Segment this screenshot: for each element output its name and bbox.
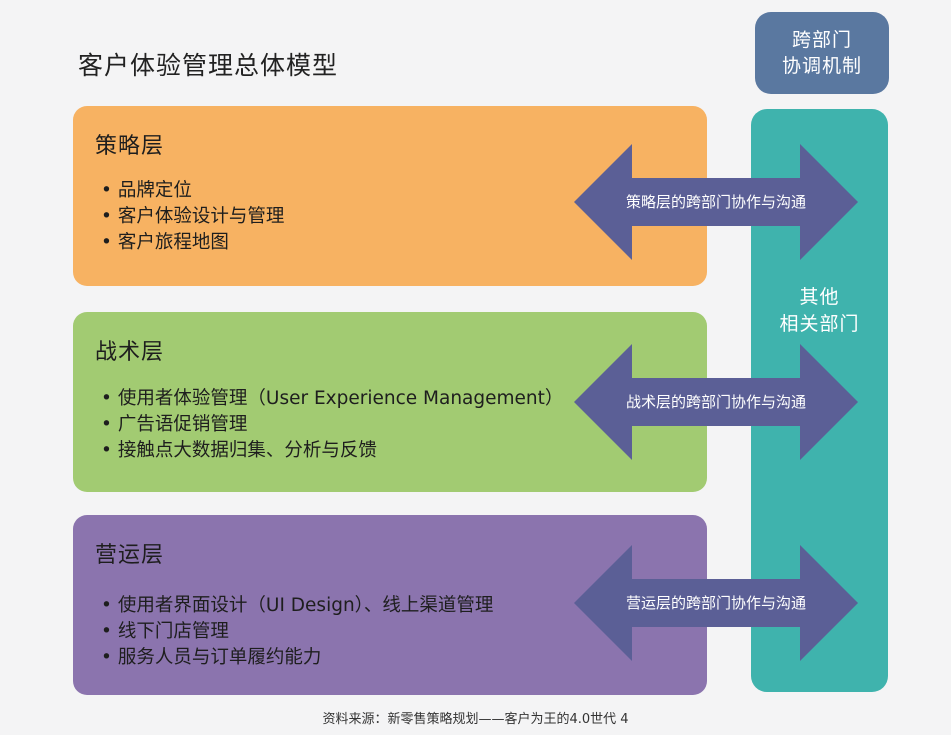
tactical-layer-list: 使用者体验管理（User Experience Management） 广告语促… [101, 386, 563, 464]
operations-layer-title: 营运层 [95, 543, 165, 568]
list-item: 客户旅程地图 [101, 230, 284, 256]
operations-layer-list: 使用者界面设计（UI Design）、线上渠道管理 线下门店管理 服务人员与订单… [101, 593, 494, 671]
operations-arrow-label: 营运层的跨部门协作与沟通 [625, 594, 806, 612]
double-arrow-icon [574, 344, 858, 460]
strategy-double-arrow: 策略层的跨部门协作与沟通 [574, 144, 858, 260]
cross-dept-line2: 协调机制 [781, 55, 862, 77]
list-item: 线下门店管理 [101, 619, 493, 645]
double-arrow-icon [574, 545, 858, 661]
double-arrow-icon [574, 144, 858, 260]
list-item: 服务人员与订单履约能力 [101, 645, 493, 671]
tactical-layer-title: 战术层 [95, 340, 165, 365]
page-title: 客户体验管理总体模型 [78, 51, 339, 80]
list-item: 使用者体验管理（User Experience Management） [101, 386, 563, 412]
strategy-layer-list: 品牌定位 客户体验设计与管理 客户旅程地图 [101, 178, 285, 256]
tactical-arrow-label: 战术层的跨部门协作与沟通 [625, 393, 806, 411]
list-item: 接触点大数据归集、分析与反馈 [101, 438, 563, 464]
list-item: 广告语促销管理 [101, 412, 563, 438]
list-item: 客户体验设计与管理 [101, 204, 285, 230]
list-item: 品牌定位 [101, 178, 284, 204]
other-dept-line1: 其他 [799, 286, 840, 308]
tactical-double-arrow: 战术层的跨部门协作与沟通 [574, 344, 858, 460]
other-departments-label: 其他 相关部门 [751, 284, 888, 338]
cross-dept-coordination-box: 跨部门 协调机制 [755, 12, 889, 94]
cross-dept-line1: 跨部门 [791, 29, 852, 51]
list-item: 使用者界面设计（UI Design）、线上渠道管理 [101, 593, 494, 619]
strategy-layer-title: 策略层 [95, 134, 165, 159]
source-note: 资料来源：新零售策略规划——客户为王的4.0世代 4 [322, 712, 629, 727]
other-dept-line2: 相关部门 [779, 313, 860, 335]
strategy-arrow-label: 策略层的跨部门协作与沟通 [625, 193, 806, 211]
operations-double-arrow: 营运层的跨部门协作与沟通 [574, 545, 858, 661]
